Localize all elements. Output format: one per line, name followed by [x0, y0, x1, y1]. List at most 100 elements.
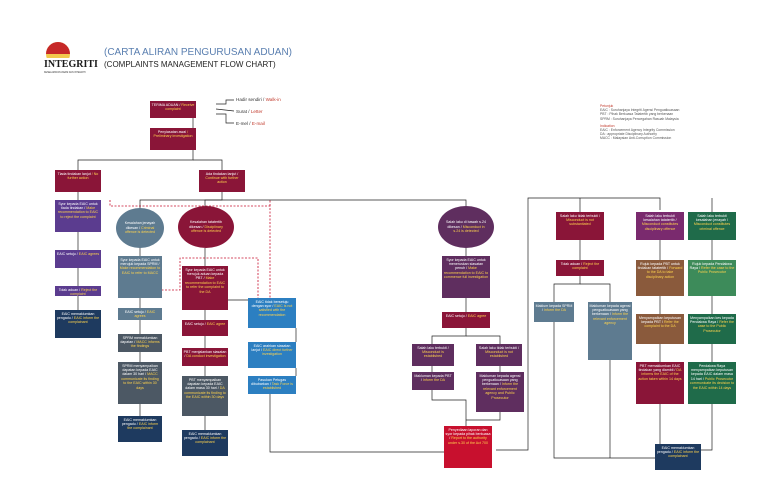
node-r-proved-disc: Salah laku terbukti kesalahan tatatertib…: [636, 212, 684, 240]
channel-letter: Surat / Letter: [236, 109, 263, 114]
channel-label-en: Walk-in: [265, 97, 281, 102]
node-text-en: Task Force is established: [262, 381, 293, 391]
channel-email: E-mel / E-mail: [236, 121, 265, 126]
node-r-reject: Tolak aduan / Reject the complaint: [556, 260, 604, 276]
node-text-en: Misconduct constitutes criminal offence: [693, 222, 731, 231]
node-text-ms: Tolak aduan /: [560, 261, 583, 266]
node-text-ms: Syor kepada EAIC untuk meneruskan siasat…: [446, 257, 486, 271]
node-x-order: EAIC arahkan siasatan lanjut / EAIC dire…: [248, 342, 296, 368]
logo-text: INTEGRITI: [44, 59, 98, 70]
node-text-ms: EAIC memaklumkan pengadu /: [121, 417, 157, 426]
connector: [269, 390, 466, 453]
node-misconduct-detected: Salah laku di bawah s.24 dikesan / Misco…: [438, 206, 494, 248]
legend: Petunjuk EAIC : Suruhanjaya Integriti Ag…: [600, 104, 679, 141]
legend-line: EAIC : Suruhanjaya Integriti Agensi Peng…: [600, 108, 680, 113]
node-r-proved-crim: Salah laku terbukti kesalahan jenayah / …: [688, 212, 736, 240]
node-text-ms: Syor kepada EAIC untuk merujuk kepada SP…: [120, 257, 160, 266]
legend-line: MACC : Malaysian Anti-Corruption Commiss…: [600, 136, 672, 141]
node-x-disagree: EAIC tidak bersetuju dengan syor / EAIC …: [248, 298, 296, 328]
connector: [496, 197, 661, 451]
node-nofurther: Tiada tindakan lanjut / No further actio…: [55, 170, 101, 192]
node-text-ms: EAIC memaklumkan pengadu /: [656, 445, 695, 454]
node-r-pbt-comm: Menyampaikan keputusan kepada PBT / Refe…: [636, 314, 684, 344]
connector: [139, 192, 223, 210]
node-c-macc: SPRM memaklumkan dapatan / MACC informs …: [118, 334, 162, 352]
connector: [431, 390, 467, 426]
node-text-ms: PBT menyampaikan dapatan kepada EAIC dal…: [185, 377, 223, 391]
channel-label: E-mel /: [236, 121, 251, 126]
node-criminal-detected: Kesalahan jenayah dikesan / Criminal off…: [116, 208, 164, 248]
node-m-report: Penyediaan laporan dan syor kepada pihak…: [444, 426, 492, 468]
channel-label: Surat /: [236, 109, 250, 114]
node-text-ms: Makluman kepada agensi penguatkuasaan ya…: [479, 373, 521, 387]
node-text-en: / No further action: [67, 171, 99, 180]
node-r-pp-inform: Pendakwa Raya menyampaikan keputusan kep…: [688, 362, 736, 404]
node-text-ms: EAIC tidak bersetuju dengan syor /: [251, 299, 289, 308]
node-text-en: EAIC inform the complainant: [68, 315, 100, 325]
node-text-en: / Preliminary investigation: [153, 129, 193, 138]
connector: [466, 412, 501, 421]
node-d-pbt-comm: PBT menyampaikan dapatan kepada EAIC dal…: [182, 376, 228, 416]
node-m-agency: Makluman kepada agensi penguatkuasaan ya…: [476, 372, 524, 412]
node-text-ms: Salah laku terbukti /: [417, 345, 449, 350]
node-text-ms: TERIMA ADUAN /: [151, 102, 181, 107]
node-text-en: DA communicate its finding to the EAIC w…: [184, 386, 226, 400]
node-text-en: Inform the DA: [422, 377, 446, 382]
node-text-en: EAIC agree: [467, 313, 487, 318]
legend-heading-1: Petunjuk: [600, 104, 614, 108]
node-text-en: Disciplinary offence is detected: [190, 224, 223, 234]
channel-label-en: E-mail: [251, 121, 265, 126]
node-continue: Ada tindakan lanjut / Continue with furt…: [199, 170, 245, 192]
node-text-ms: EAIC setuju /: [56, 251, 78, 256]
node-text-en: Reject the complaint: [70, 287, 98, 296]
node-text-en: MACC communicate its finding to the EAIC…: [121, 372, 159, 390]
node-x-full: Pasukan Petugas dibubarkan / Task Force …: [248, 376, 296, 394]
node-text: Kesalahan jenayah dikesan / Criminal off…: [122, 221, 158, 234]
node-nf-suggest: Syor kepada EAIC untuk tiada tindakan / …: [55, 200, 101, 232]
node-text-ms: Ada tindakan lanjut /: [205, 171, 239, 176]
node-text: Kesalahan tatatertib dikesan / Disciplin…: [184, 220, 228, 233]
node-r-final-inform: EAIC memaklumkan pengadu / EAIC inform t…: [655, 444, 701, 470]
node-text-ms: EAIC memaklumkan pengadu /: [56, 311, 95, 320]
node-text-ms: Syor kepada EAIC untuk merujuk aduan kep…: [185, 267, 225, 281]
node-text-ms: Salah laku tidak terbukti /: [559, 213, 601, 218]
node-text-en: EAIC is not satisfied with the recommend…: [258, 303, 293, 317]
node-c-macc-comm: SPRM menyampaikan dapatan kepada EAIC da…: [118, 362, 162, 404]
node-text-en: Inform the relevant enforcement agency: [593, 312, 629, 326]
connector: [193, 159, 223, 170]
node-text-en: Make recommendation to EAIC to commence …: [443, 266, 489, 280]
connector: [466, 335, 501, 344]
node-text-en: Forward to the DA to take disciplinary a…: [645, 265, 683, 279]
node-c-suggest: Syor kepada EAIC untuk merujuk kepada SP…: [118, 256, 162, 298]
dashed-connector: [158, 257, 259, 298]
node-text: Salah laku di bawah s.24 dikesan / Misco…: [444, 220, 488, 233]
node-text-en: DA informs the EAIC of the action taken …: [638, 367, 682, 381]
node-text-ms: Salah laku terbukti kesalahan jenayah /: [696, 213, 728, 222]
node-text-ms: EAIC memaklumkan pengadu /: [183, 431, 222, 440]
connector: [580, 283, 611, 302]
title-english: (COMPLAINTS MANAGEMENT FLOW CHART): [104, 60, 276, 69]
dashed-connector: [109, 200, 271, 298]
node-m-inform-pbt: Makluman kepada PBT / Inform the DA: [412, 372, 454, 390]
node-m-notproved: Salah laku tidak terbukti / Misconduct i…: [476, 344, 522, 366]
node-text-en: Make recommendation to EAIC to reject th…: [57, 205, 99, 219]
node-text-en: Misconduct in s.24 is detected: [453, 224, 485, 234]
connector: [431, 328, 467, 344]
node-text-ms: Rujuk kepada PBT untuk tindakan tatatert…: [637, 261, 680, 270]
node-nf-inform: EAIC memaklumkan pengadu / EAIC inform t…: [55, 310, 101, 338]
node-text-ms: Pendakwa Raya menyampaikan keputusan kep…: [690, 363, 733, 381]
node-text-en: Criminal offence is detected: [124, 225, 156, 235]
node-r-refer-pbt: Rujuk kepada PBT untuk tindakan tatatert…: [636, 260, 684, 296]
node-text-ms: Kesalahan jenayah dikesan /: [124, 221, 156, 230]
connector: [222, 199, 467, 210]
node-text-ms: PBT memaklumkan EAIC tindakan yang diamb…: [638, 363, 681, 372]
node-text-ms: Salah laku di bawah s.24 dikesan /: [446, 220, 486, 229]
connector: [215, 108, 235, 112]
node-d-agree: EAIC setuju / EAIC agree: [182, 320, 228, 336]
node-text-en: Public Prosecutor communicate its decisi…: [689, 376, 735, 390]
title-malay: (CARTA ALIRAN PENGURUSAN ADUAN): [104, 47, 293, 58]
node-text-ms: Salah laku tidak terbukti /: [478, 345, 520, 350]
logo-subtext: KESELAMATAN AWAM DAN INTEGRITI: [44, 71, 86, 74]
legend-line: SPRM : Suruhanjaya Pencegahan Rasuah Mal…: [600, 116, 679, 121]
